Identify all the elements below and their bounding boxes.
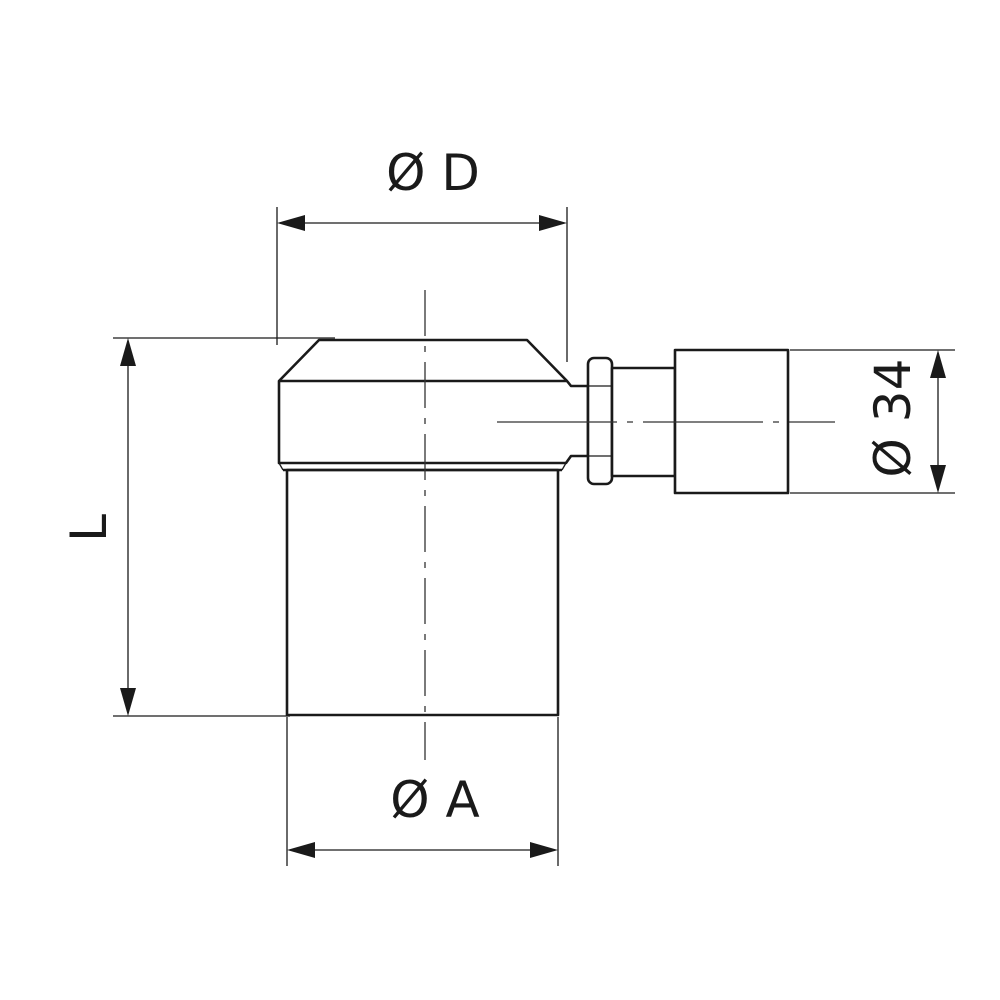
cylinder-body <box>285 468 560 717</box>
neck-left <box>278 462 284 471</box>
label-diameter-a: Ø A <box>390 771 479 829</box>
label-length-l: L <box>60 514 118 542</box>
arrow-l-bottom <box>120 688 136 716</box>
hex-nut <box>586 356 614 486</box>
head-body <box>277 338 590 465</box>
label-diameter-d: Ø D <box>386 144 480 202</box>
arrow-a-right <box>530 842 558 858</box>
dimension-a: Ø A <box>286 717 559 866</box>
label-diameter-34: Ø 34 <box>864 359 922 478</box>
arrow-l-top <box>120 338 136 366</box>
arrow-34-top <box>930 350 946 378</box>
arrow-34-bottom <box>930 465 946 493</box>
arrow-d-left <box>277 215 305 231</box>
neck-right <box>561 462 567 471</box>
part-body <box>277 338 790 717</box>
dimension-d: Ø D <box>276 144 568 362</box>
dimension-l: L <box>60 337 335 717</box>
arrow-d-right <box>539 215 567 231</box>
arrow-a-left <box>287 842 315 858</box>
dimension-34: Ø 34 <box>790 349 955 494</box>
